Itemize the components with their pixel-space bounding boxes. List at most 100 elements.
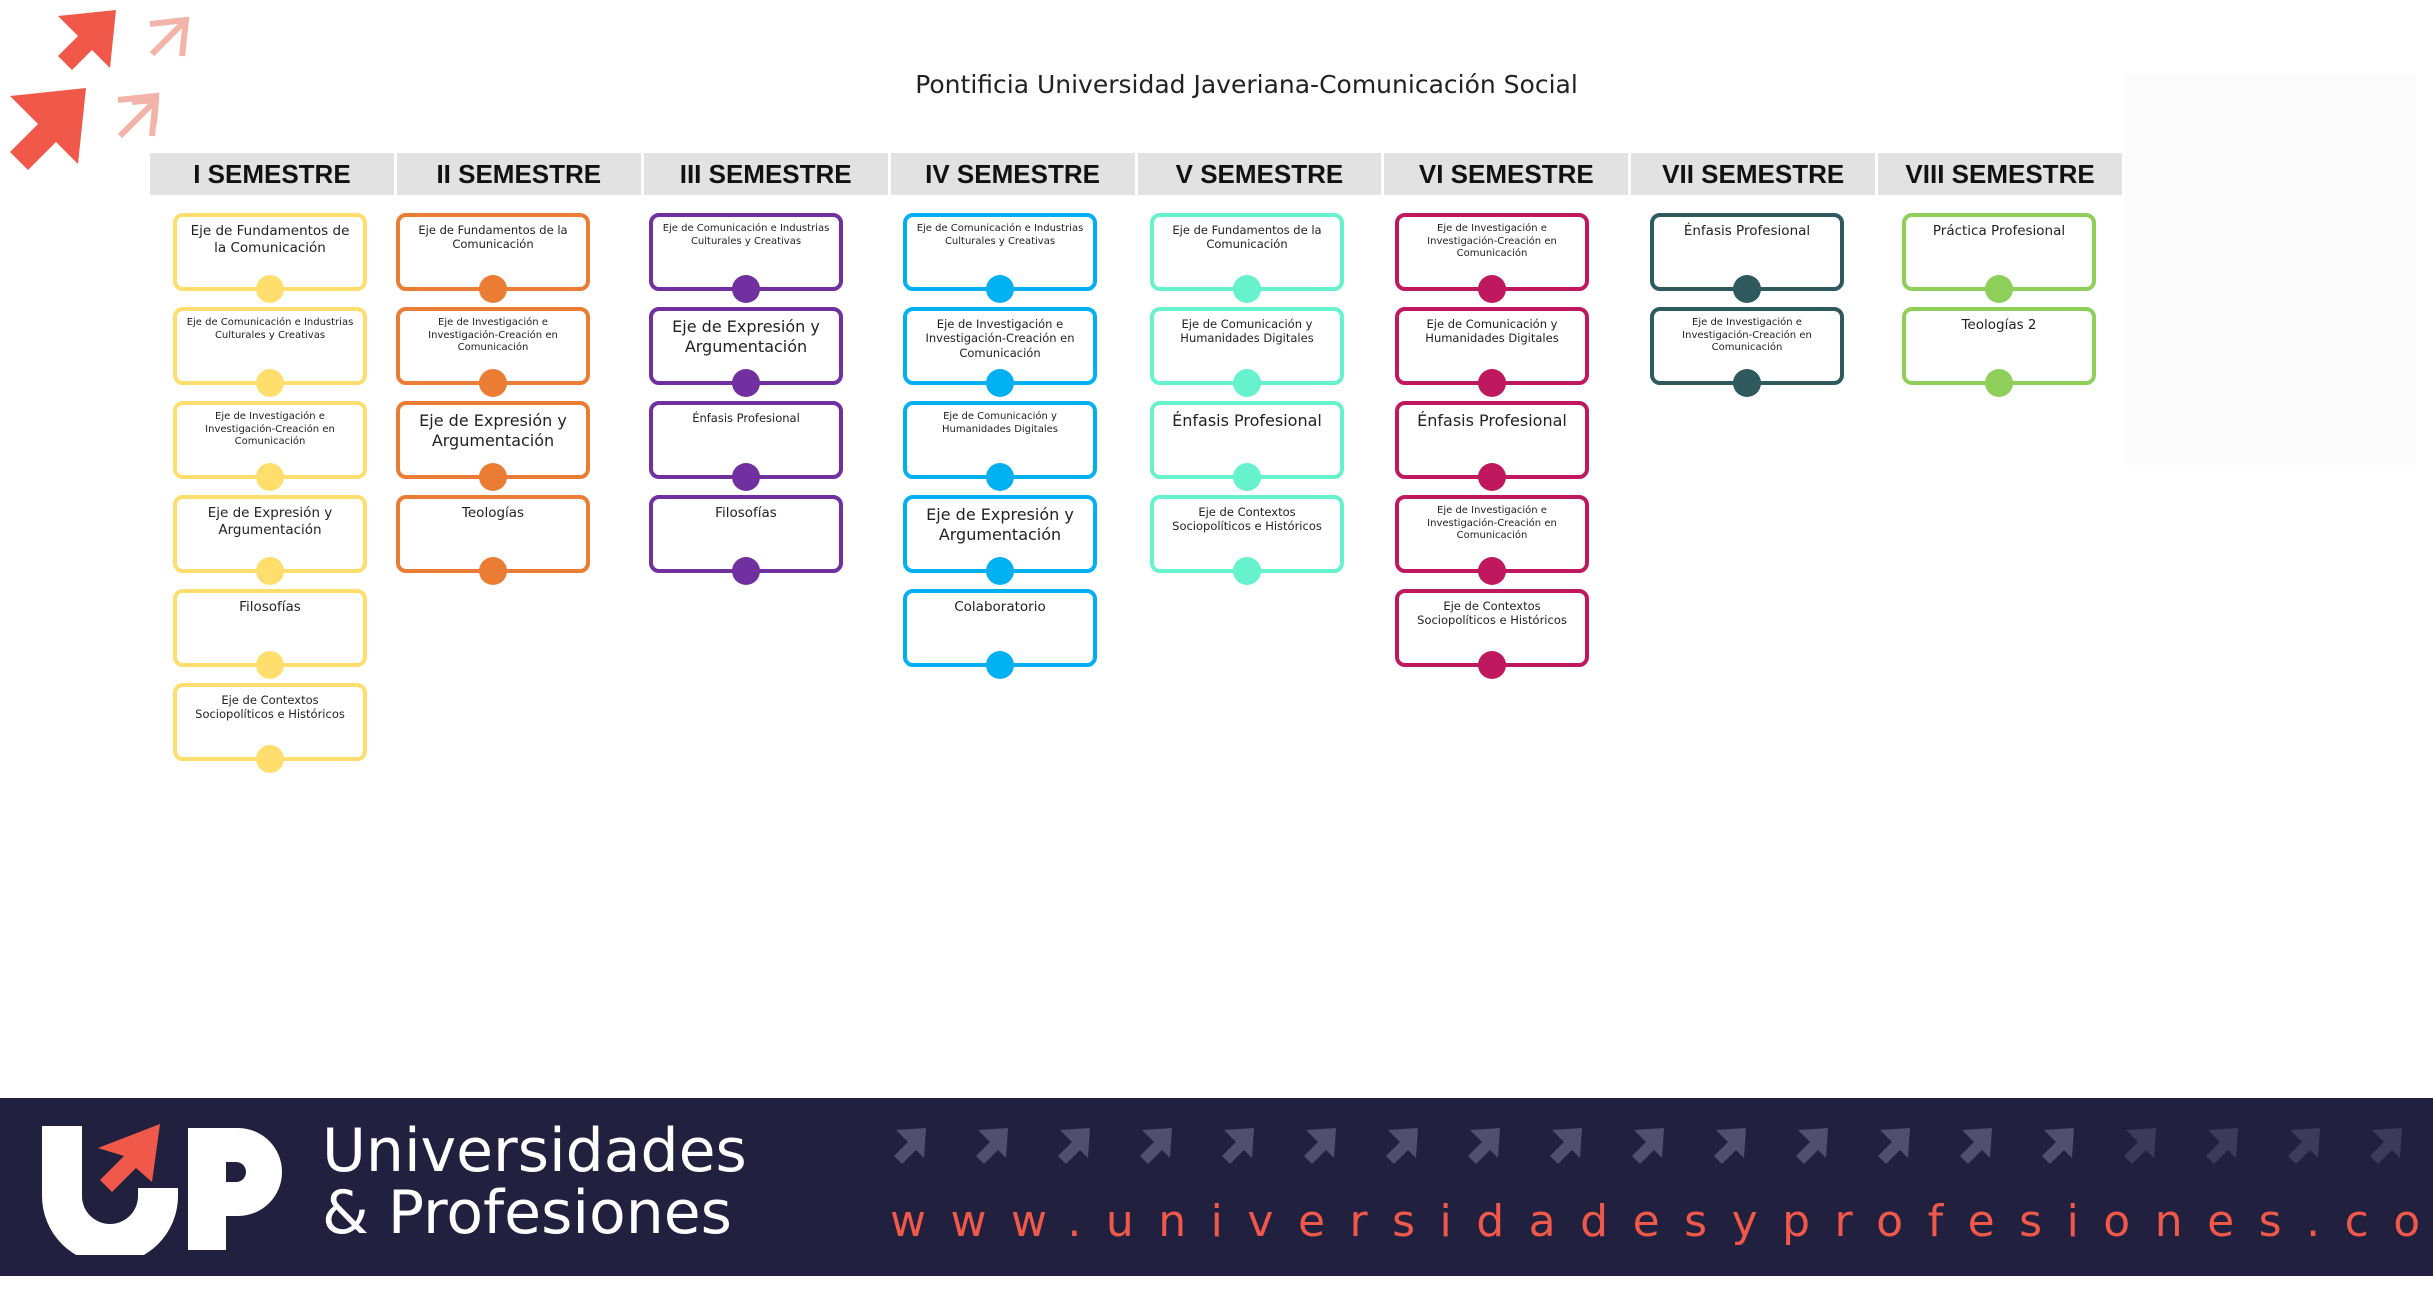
course-card[interactable]: Énfasis Profesional [1650,213,1844,303]
course-name: Eje de Expresión y Argumentación [207,505,333,538]
connector-dot-icon [1985,369,2013,397]
connector-dot-icon [256,463,284,491]
course-card[interactable]: Eje de Investigación e Investigación-Cre… [1395,213,1589,303]
course-card[interactable]: Eje de Expresión y Argumentación [903,495,1097,585]
footer-arrow-icon [1058,1128,1090,1164]
course-card[interactable]: Teologías 2 [1902,307,2096,397]
course-name: Teologías [461,505,525,521]
course-card[interactable]: Énfasis Profesional [1150,401,1344,491]
course-card[interactable]: Práctica Profesional [1902,213,2096,303]
connector-dot-icon [732,275,760,303]
connector-dot-icon [256,557,284,585]
connector-dot-icon [1233,275,1261,303]
footer-arrow-icon [1878,1128,1910,1164]
course-card[interactable]: Eje de Contextos Sociopolíticos e Histór… [1150,495,1344,585]
brand-name: Universidades & Profesiones [322,1120,747,1244]
course-card[interactable]: Eje de Comunicación e Industrias Cultura… [649,213,843,303]
semester-column: Eje de Comunicación e Industrias Cultura… [903,213,1097,683]
footer-arrow-icon [2124,1128,2156,1164]
course-card[interactable]: Eje de Comunicación e Industrias Cultura… [903,213,1097,303]
course-card[interactable]: Filosofías [649,495,843,585]
course-card[interactable]: Colaboratorio [903,589,1097,679]
course-card[interactable]: Eje de Investigación e Investigación-Cre… [173,401,367,491]
course-card[interactable]: Eje de Comunicación y Humanidades Digita… [1395,307,1589,397]
connector-dot-icon [256,275,284,303]
footer-arrow-icon [1468,1128,1500,1164]
semester-header: IV SEMESTRE [891,153,1138,195]
semester-header: VIII SEMESTRE [1878,153,2125,195]
course-name: Eje de Contextos Sociopolíticos e Histór… [195,693,345,722]
connector-dot-icon [1733,275,1761,303]
course-card[interactable]: Eje de Fundamentos de la Comunicación [396,213,590,303]
course-name: Énfasis Profesional [692,411,800,425]
connector-dot-icon [986,651,1014,679]
semester-header: III SEMESTRE [644,153,891,195]
connector-dot-icon [1733,369,1761,397]
course-card[interactable]: Eje de Investigación e Investigación-Cre… [1650,307,1844,397]
footer-arrow-icon [1304,1128,1336,1164]
semester-header: VI SEMESTRE [1384,153,1632,195]
connector-dot-icon [986,557,1014,585]
course-name: Eje de Investigación e Investigación-Cre… [1682,317,1812,353]
website-url[interactable]: www.universidadesyprofesiones.com [890,1196,2433,1247]
course-card[interactable]: Énfasis Profesional [649,401,843,491]
course-card[interactable]: Filosofías [173,589,367,679]
footer-arrow-icon [1960,1128,1992,1164]
course-card[interactable]: Eje de Investigación e Investigación-Cre… [903,307,1097,397]
course-name: Colaboratorio [954,599,1046,615]
connector-dot-icon [1478,275,1506,303]
course-name: Eje de Investigación e Investigación-Cre… [205,411,335,447]
connector-dot-icon [1233,463,1261,491]
semester-header: II SEMESTRE [397,153,644,195]
connector-dot-icon [1478,557,1506,585]
course-name: Énfasis Profesional [1417,411,1567,430]
page-title: Pontificia Universidad Javeriana-Comunic… [915,70,1578,99]
course-name: Eje de Expresión y Argumentación [672,317,820,356]
course-card[interactable]: Eje de Fundamentos de la Comunicación [1150,213,1344,303]
course-name: Eje de Investigación e Investigación-Cre… [1427,223,1557,259]
course-name: Filosofías [239,599,301,615]
connector-dot-icon [986,369,1014,397]
course-card[interactable]: Teologías [396,495,590,585]
course-card[interactable]: Eje de Contextos Sociopolíticos e Histór… [173,683,367,773]
course-card[interactable]: Eje de Expresión y Argumentación [173,495,367,585]
semester-column: Eje de Comunicación e Industrias Cultura… [649,213,843,589]
course-card[interactable]: Eje de Investigación e Investigación-Cre… [396,307,590,397]
course-card[interactable]: Énfasis Profesional [1395,401,1589,491]
course-card[interactable]: Eje de Comunicación e Industrias Cultura… [173,307,367,397]
course-card[interactable]: Eje de Contextos Sociopolíticos e Histór… [1395,589,1589,679]
footer-arrow-icon [2206,1128,2238,1164]
connector-dot-icon [1478,651,1506,679]
footer-arrow-icon [1714,1128,1746,1164]
connector-dot-icon [1478,463,1506,491]
course-card[interactable]: Eje de Comunicación y Humanidades Digita… [903,401,1097,491]
connector-dot-icon [986,463,1014,491]
course-card[interactable]: Eje de Fundamentos de la Comunicación [173,213,367,303]
course-card[interactable]: Eje de Comunicación y Humanidades Digita… [1150,307,1344,397]
connector-dot-icon [479,369,507,397]
course-card[interactable]: Eje de Expresión y Argumentación [396,401,590,491]
brand-line-1: Universidades [322,1116,747,1186]
arrow-pattern-icon [894,1128,2402,1164]
brand-line-2: & Profesiones [322,1178,732,1248]
footer-arrow-icon [894,1128,926,1164]
up-logo-icon [42,1124,282,1255]
course-name: Eje de Comunicación y Humanidades Digita… [1425,317,1559,346]
side-panel [2125,75,2415,465]
course-name: Eje de Comunicación e Industrias Cultura… [662,223,830,247]
footer-arrow-icon [2370,1128,2402,1164]
course-name: Eje de Investigación e Investigación-Cre… [428,317,558,353]
course-name: Práctica Profesional [1932,223,2066,239]
course-card[interactable]: Eje de Investigación e Investigación-Cre… [1395,495,1589,585]
course-name: Eje de Comunicación e Industrias Cultura… [186,317,354,341]
course-name: Énfasis Profesional [1172,411,1322,430]
connector-dot-icon [479,557,507,585]
decorative-arrows-icon [10,10,190,170]
course-name: Eje de Comunicación y Humanidades Digita… [1180,317,1314,346]
course-card[interactable]: Eje de Expresión y Argumentación [649,307,843,397]
